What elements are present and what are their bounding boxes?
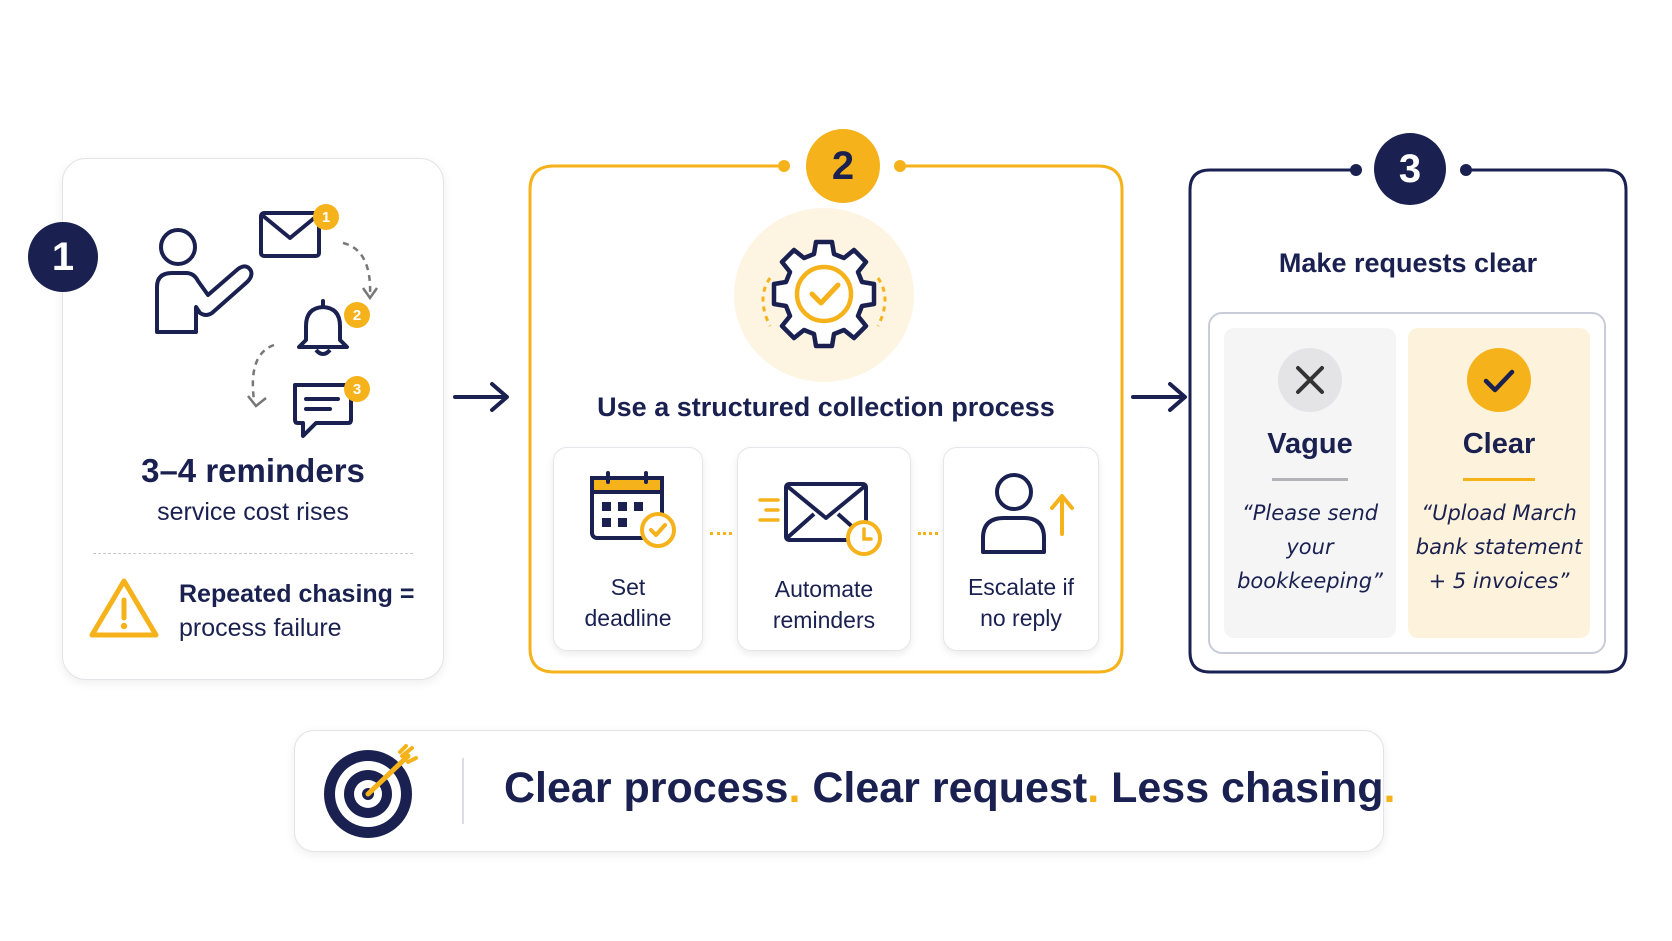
- step1-card: [62, 158, 444, 680]
- clear-underline: [1463, 478, 1535, 481]
- automate-reminders-card: Automate reminders: [737, 447, 911, 651]
- bell-icon: [297, 299, 349, 356]
- envelope-icon: [259, 211, 321, 258]
- step2-title: Use a structured collection process: [597, 392, 1055, 422]
- clear-quote-line2: bank statement: [1415, 535, 1583, 559]
- vague-label: Vague: [1267, 428, 1353, 460]
- arrow-right-icon: [1131, 382, 1187, 412]
- vague-quote-line1: “Please send: [1241, 501, 1379, 525]
- envelope-clock-icon: [758, 482, 882, 556]
- slogan-part1: Clear process: [504, 764, 789, 812]
- step3-number: 3: [1374, 133, 1446, 205]
- warning-icon: [89, 578, 159, 638]
- slogan-part3: Less chasing: [1111, 764, 1384, 812]
- clear-quote-line3: + 5 invoices”: [1428, 569, 1570, 593]
- target-icon: [324, 744, 418, 838]
- check-icon: [1467, 348, 1531, 412]
- person-icon: [155, 228, 254, 334]
- slogan-dot: .: [1087, 764, 1100, 812]
- vague-quote-line2: your: [1286, 535, 1334, 559]
- step3-frame: [1188, 164, 1628, 674]
- calendar-check-icon: [590, 471, 676, 548]
- step2-frame: [528, 160, 1124, 674]
- automate-line1: Automate: [774, 576, 874, 602]
- step1-divider: [93, 553, 413, 554]
- flow-arrow-icon: [342, 241, 379, 301]
- slogan-dot: .: [788, 764, 801, 812]
- vague-column: Vague “Please send your bookkeeping”: [1224, 328, 1396, 638]
- warning-bold-text: Repeated chasing =: [179, 580, 415, 608]
- clear-label: Clear: [1462, 428, 1536, 460]
- automate-line2: reminders: [772, 607, 876, 633]
- escalate-line1: Escalate if: [967, 574, 1075, 600]
- escalate-line2: no reply: [980, 605, 1062, 631]
- footer-slogan: Clear process. Clear request. Less chasi…: [504, 764, 1396, 813]
- vague-underline: [1272, 478, 1348, 481]
- step3-title: Make requests clear: [1278, 248, 1538, 278]
- escalate-card: Escalate if no reply: [943, 447, 1099, 651]
- x-icon: [1278, 348, 1342, 412]
- set-deadline-line2: deadline: [584, 605, 672, 631]
- clear-column: Clear “Upload March bank statement + 5 i…: [1408, 328, 1590, 638]
- vague-quote-line3: bookkeeping”: [1237, 569, 1383, 593]
- reminder-badge-2: 2: [344, 302, 370, 328]
- flow-arrow-icon: [247, 343, 275, 408]
- reminder-badge-3: 3: [344, 376, 370, 402]
- step2-number: 2: [806, 129, 880, 203]
- slogan-part2: Clear request: [812, 764, 1088, 812]
- step1-subline: service cost rises: [157, 498, 349, 526]
- reminder-badge-1: 1: [313, 204, 339, 230]
- step1-headline: 3–4 reminders: [141, 452, 365, 489]
- warning-rest-text: process failure: [179, 614, 342, 642]
- footer-banner: [294, 730, 1384, 852]
- arrow-right-icon: [453, 382, 509, 412]
- person-escalate-icon: [981, 473, 1074, 554]
- gear-check-icon: [761, 239, 887, 349]
- connector-dots: [710, 532, 732, 535]
- connector-dots: [918, 532, 938, 535]
- set-deadline-line1: Set: [610, 574, 646, 600]
- footer-divider: [462, 758, 464, 824]
- clear-quote-line1: “Upload March: [1421, 501, 1577, 525]
- step1-number: 1: [28, 222, 98, 292]
- slogan-dot: .: [1383, 764, 1396, 812]
- set-deadline-card: Set deadline: [553, 447, 703, 651]
